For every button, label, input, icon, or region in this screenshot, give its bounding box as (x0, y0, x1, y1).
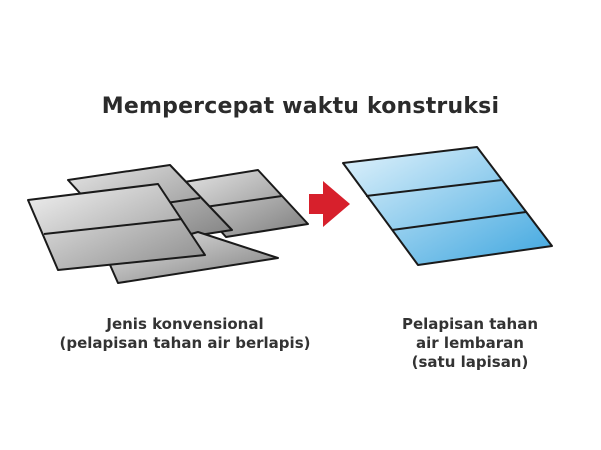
sheet-caption-line3: (satu lapisan) (411, 353, 529, 371)
layer-sheet-front (27, 183, 206, 271)
diagram-title: Mempercepat waktu konstruksi (101, 94, 500, 119)
conventional-caption-line2: (pelapisan tahan air berlapis) (59, 334, 311, 352)
sheet-membrane-single-layer (342, 146, 553, 266)
conventional-caption-line1: Jenis konvensional (106, 315, 264, 333)
conventional-layered-sheets (27, 164, 309, 284)
sheet-membrane-caption: Pelapisan tahan air lembaran (satu lapis… (365, 315, 575, 372)
red-arrow-icon (309, 181, 350, 227)
conventional-type-caption: Jenis konvensional (pelapisan tahan air … (20, 315, 350, 353)
sheet-caption-line2: air lembaran (416, 334, 524, 352)
sheet-caption-line1: Pelapisan tahan (401, 315, 539, 333)
